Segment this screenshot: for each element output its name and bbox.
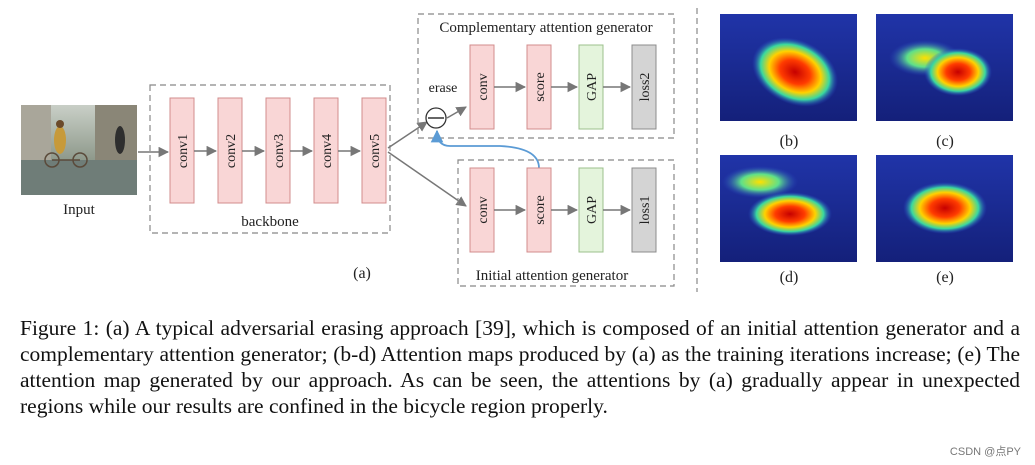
input-label: Input — [63, 202, 95, 218]
map-label-c: (c) — [936, 133, 954, 150]
attention-map-b — [720, 14, 857, 121]
comp-block-loss2: loss2 — [631, 44, 657, 130]
init-block-loss1: loss1 — [631, 167, 657, 253]
map-label-b: (b) — [780, 133, 799, 150]
backbone-box — [149, 84, 391, 234]
attention-map-e — [876, 155, 1013, 262]
attention-map-d — [720, 155, 857, 262]
init-block-label: score — [533, 195, 548, 225]
init-block-gap: GAP — [578, 167, 604, 253]
backbone-block-label: conv3 — [272, 134, 287, 168]
backbone-block-label: conv4 — [320, 134, 335, 168]
comp-block-label: GAP — [585, 73, 600, 101]
erase-label: erase — [429, 81, 458, 96]
backbone-block-conv2: conv2 — [217, 97, 243, 204]
initial-blocks: conv score GAP loss1 — [469, 167, 657, 253]
complementary-title: Complementary attention generator — [439, 20, 652, 36]
backbone-layers: conv1 conv2 conv3 conv4 conv5 — [169, 97, 387, 204]
backbone-block-conv3: conv3 — [265, 97, 291, 204]
map-label-d: (d) — [780, 269, 799, 286]
complementary-blocks: conv score GAP loss2 — [469, 44, 657, 130]
panel-a-label: (a) — [353, 265, 371, 282]
init-block-label: conv — [476, 196, 491, 223]
initial-generator-box — [457, 159, 675, 287]
input-photo — [21, 105, 137, 195]
erase-feedback-arrow — [430, 129, 540, 169]
map-label-e: (e) — [936, 269, 954, 286]
init-block-label: loss1 — [638, 196, 653, 225]
attention-map-c — [876, 14, 1013, 121]
init-block-score: score — [526, 167, 552, 253]
comp-block-gap: GAP — [578, 44, 604, 130]
watermark: CSDN @点PY — [949, 446, 1021, 458]
backbone-block-conv1: conv1 — [169, 97, 195, 204]
backbone-block-conv5: conv5 — [361, 97, 387, 204]
initial-title: Initial attention generator — [476, 268, 628, 284]
comp-block-score: score — [526, 44, 552, 130]
comp-block-conv: conv — [469, 44, 495, 130]
comp-block-label: loss2 — [638, 73, 653, 102]
backbone-block-label: conv2 — [224, 134, 239, 168]
backbone-label: backbone — [241, 214, 299, 230]
backbone-block-label: conv5 — [368, 134, 383, 168]
comp-block-label: conv — [476, 73, 491, 100]
erase-operator — [425, 107, 447, 129]
figure-caption: Figure 1: (a) A typical adversarial eras… — [20, 316, 1020, 418]
comp-block-label: score — [533, 72, 548, 102]
backbone-block-conv4: conv4 — [313, 97, 339, 204]
init-block-conv: conv — [469, 167, 495, 253]
figure-1: Input backbone conv1 conv2 conv3 conv4 c… — [21, 8, 1013, 292]
backbone-block-label: conv1 — [176, 134, 191, 168]
init-block-label: GAP — [585, 196, 600, 224]
